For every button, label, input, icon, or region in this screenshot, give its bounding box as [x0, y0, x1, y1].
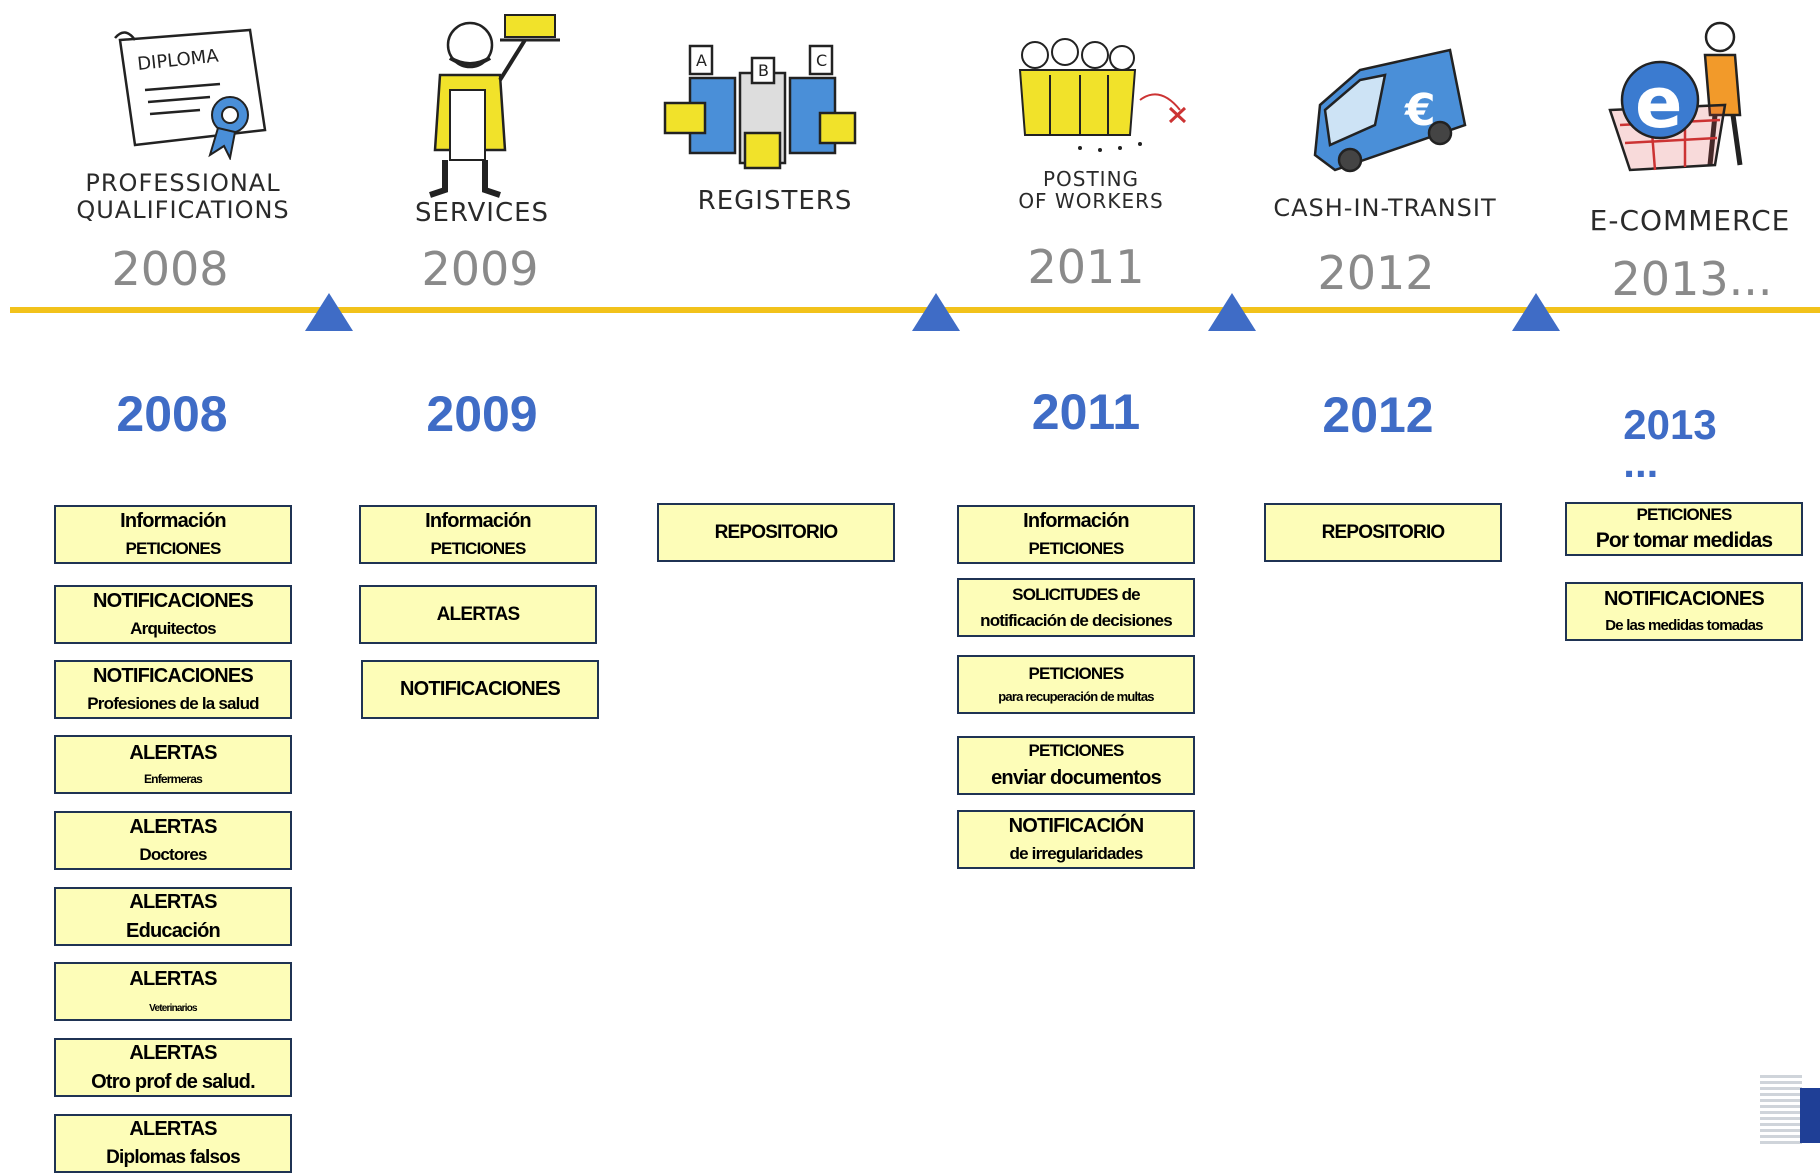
label-cash-in-transit: CASH-IN-TRANSIT [1273, 194, 1497, 222]
year-2009: 2009 [426, 386, 538, 442]
timeline-marker-2 [912, 293, 960, 331]
sketch-year-2012: 2012 [1317, 246, 1435, 300]
box-2013-peticiones-medidas: PETICIONES Por tomar medidas [1565, 502, 1803, 556]
box-2011-peticiones-multas: PETICIONES para recuperación de multas [957, 655, 1195, 714]
label-services: SERVICES [414, 198, 550, 228]
van-icon: € [1313, 48, 1467, 173]
logo-stripes [1760, 1075, 1802, 1145]
cabinet-letter-a: A [696, 51, 707, 70]
filing-cabinets-icon: A B C [663, 44, 857, 170]
sketch-year-2009: 2009 [421, 242, 539, 296]
box-2008-alertas-veterinarios: ALERTAS Veterinarios [54, 962, 292, 1021]
box-2011-informacion-peticiones: Información PETICIONES [957, 505, 1195, 564]
flag-logo [1800, 1088, 1820, 1143]
year-2012: 2012 [1322, 387, 1434, 443]
box-2008-alertas-diplomas-falsos: ALERTAS Diplomas falsos [54, 1114, 292, 1173]
box-2008-informacion-peticiones: Información PETICIONES [54, 505, 292, 564]
label-registers: REGISTERS [697, 186, 853, 216]
box-2009-alertas: ALERTAS [359, 585, 597, 644]
box-2009-notificaciones: NOTIFICACIONES [361, 660, 599, 719]
workers-icon [1018, 38, 1187, 152]
box-2008-alertas-educacion: ALERTAS Educación [54, 887, 292, 946]
box-registers-repositorio: REPOSITORIO [657, 503, 895, 562]
box-2008-alertas-enfermeras: ALERTAS Enfermeras [54, 735, 292, 794]
year-2013: 2013 ... [1623, 401, 1717, 486]
euro-sign: € [1404, 85, 1436, 136]
sketch-year-2011: 2011 [1027, 240, 1145, 294]
box-2011-notificacion-irregularidades: NOTIFICACIÓN de irregularidades [957, 810, 1195, 869]
label-e-commerce: E-COMMERCE [1589, 204, 1791, 237]
sketch-year-2008: 2008 [111, 242, 229, 296]
label-posting-of-workers: POSTING OF WORKERS [1018, 167, 1164, 213]
timeline-marker-3 [1208, 293, 1256, 331]
timeline-marker-4 [1512, 293, 1560, 331]
cabinet-letter-b: B [758, 61, 769, 80]
label-professional-qualifications: PROFESSIONAL QUALIFICATIONS [76, 169, 290, 224]
box-2011-peticiones-documentos: PETICIONES enviar documentos [957, 736, 1195, 795]
box-2008-alertas-otro-prof: ALERTAS Otro prof de salud. [54, 1038, 292, 1097]
year-2011: 2011 [1031, 384, 1141, 440]
box-2008-alertas-doctores: ALERTAS Doctores [54, 811, 292, 870]
sketch-year-2013: 2013... [1611, 252, 1773, 306]
waiter-icon [429, 14, 560, 198]
box-2008-notificaciones-arquitectos: NOTIFICACIONES Arquitectos [54, 585, 292, 644]
box-2011-solicitudes-notificacion: SOLICITUDES de notificación de decisione… [957, 578, 1195, 637]
box-2013-notificaciones-medidas: NOTIFICACIONES De las medidas tomadas [1565, 582, 1803, 641]
cabinet-letter-c: C [816, 51, 827, 70]
timeline-marker-1 [305, 293, 353, 331]
box-2008-notificaciones-salud: NOTIFICACIONES Profesiones de la salud [54, 660, 292, 719]
shopping-cart-icon: e [1608, 21, 1743, 172]
diploma-icon: DIPLOMA [114, 28, 267, 160]
year-2008: 2008 [116, 386, 228, 442]
box-2012-repositorio: REPOSITORIO [1264, 503, 1502, 562]
box-2009-informacion-peticiones: Información PETICIONES [359, 505, 597, 564]
e-letter: e [1635, 62, 1682, 144]
